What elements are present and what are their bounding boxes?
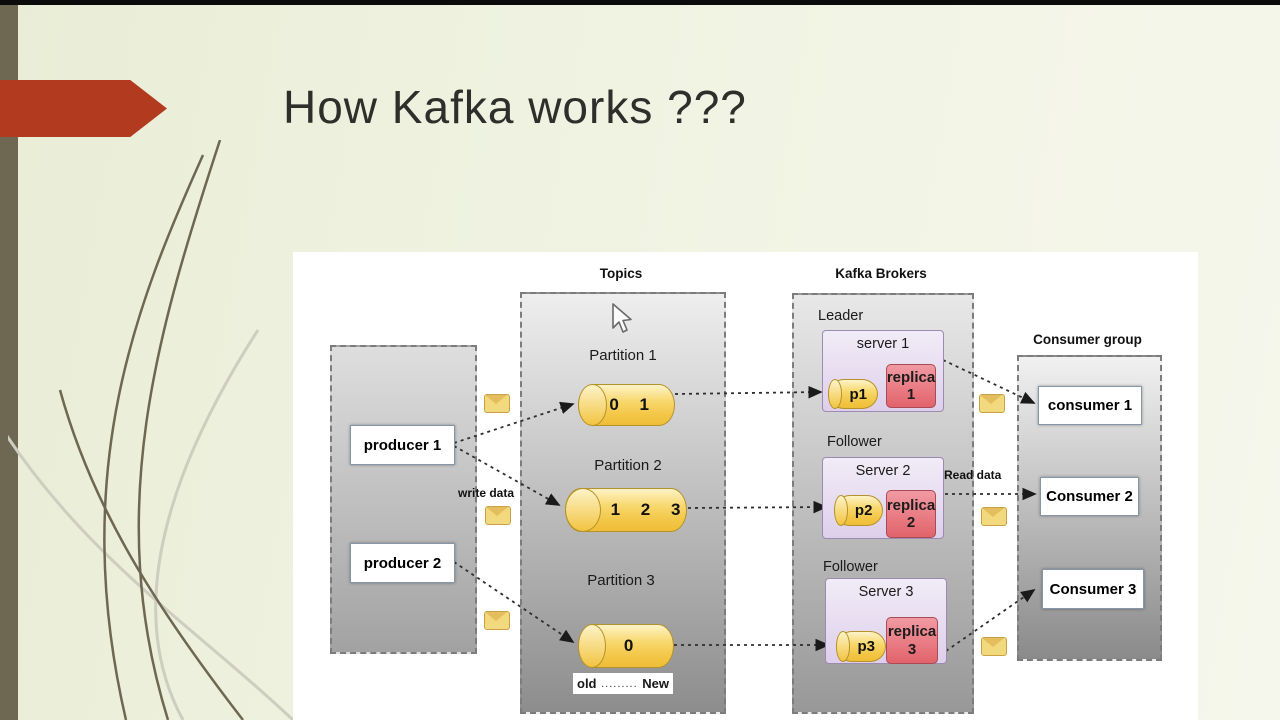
- kafka-brokers-label: Kafka Brokers: [835, 266, 927, 281]
- message-envelope-icon: [981, 637, 1007, 656]
- replica-1-num: 1: [906, 386, 916, 403]
- red-arrow-accent: [0, 80, 167, 137]
- read-data-label: Read data: [944, 468, 1002, 482]
- connector-lines: [453, 359, 1037, 652]
- partition-2-label: Partition 2: [594, 457, 662, 474]
- server-2-name: Server 2: [855, 463, 911, 479]
- message-envelope-icon: [485, 506, 511, 525]
- replica-3-word: replica: [887, 623, 937, 641]
- replica-3-num: 3: [907, 640, 917, 658]
- message-envelope-icon: [979, 394, 1005, 413]
- replica-1-word: replica: [886, 368, 936, 386]
- server-3-partition-cylinder: p3: [836, 631, 886, 662]
- p2-label: p2: [854, 502, 873, 519]
- message-envelope-icon: [981, 507, 1007, 526]
- server-1-name: server 1: [856, 336, 910, 352]
- partition-2-offsets: 0 1 2 3: [580, 500, 689, 519]
- replica-2-box: replica 2: [886, 490, 936, 538]
- partition-3-offsets: 0: [623, 636, 642, 655]
- decorative-swoosh: [8, 140, 295, 720]
- consumer-3-node: Consumer 3: [1042, 569, 1144, 609]
- scale-dots: .........: [601, 677, 638, 690]
- leader-role-label: Leader: [818, 308, 864, 324]
- write-data-label: write data: [458, 486, 515, 500]
- producer-2-node: producer 2: [350, 543, 455, 583]
- kafka-diagram-panel: Topics Kafka Brokers Consumer group prod…: [293, 252, 1198, 720]
- partition-3-label: Partition 3: [587, 572, 655, 589]
- partition-1-label: Partition 1: [589, 347, 657, 364]
- consumer-group-label: Consumer group: [1033, 332, 1142, 347]
- topics-label: Topics: [599, 266, 643, 281]
- message-envelope-icon: [484, 394, 510, 413]
- new-label: New: [642, 676, 669, 691]
- left-accent-bar: [0, 5, 18, 720]
- partition-3-cylinder: 0: [578, 624, 674, 668]
- partition-1-offsets: 0 1: [609, 395, 657, 414]
- old-label: old: [577, 676, 597, 691]
- mouse-cursor-icon: [612, 303, 632, 333]
- consumer-2-node: Consumer 2: [1040, 477, 1139, 516]
- p1-label: p1: [849, 385, 868, 403]
- partition-2-cylinder: 0 1 2 3: [565, 488, 687, 532]
- follower-role-label: Follower: [827, 434, 882, 450]
- partition-1-cylinder: 0 1: [578, 384, 675, 426]
- replica-3-box: replica 3: [886, 617, 938, 664]
- server-1-partition-cylinder: p1: [828, 379, 878, 409]
- message-envelope-icon: [484, 611, 510, 630]
- server-2-box: Server 2 p2 replica 2: [822, 457, 944, 539]
- replica-2-num: 2: [906, 514, 916, 531]
- top-black-bar: [0, 0, 1280, 5]
- consumer-1-node: consumer 1: [1038, 386, 1142, 425]
- producer-1-node: producer 1: [350, 425, 455, 465]
- replica-1-box: replica 1: [886, 364, 936, 408]
- server-3-name: Server 3: [858, 584, 914, 600]
- server-2-partition-cylinder: p2: [834, 495, 883, 526]
- replica-2-word: replica: [886, 496, 936, 514]
- server-3-box: Server 3 p3 replica 3: [825, 578, 947, 664]
- server-1-box: server 1 p1 replica 1: [822, 330, 944, 412]
- slide-title: How Kafka works ???: [283, 81, 747, 133]
- p3-label: p3: [857, 638, 876, 655]
- producers-group-box: [330, 345, 477, 654]
- old-new-scale: old ......... New: [573, 673, 673, 694]
- follower-role-label: Follower: [823, 559, 878, 575]
